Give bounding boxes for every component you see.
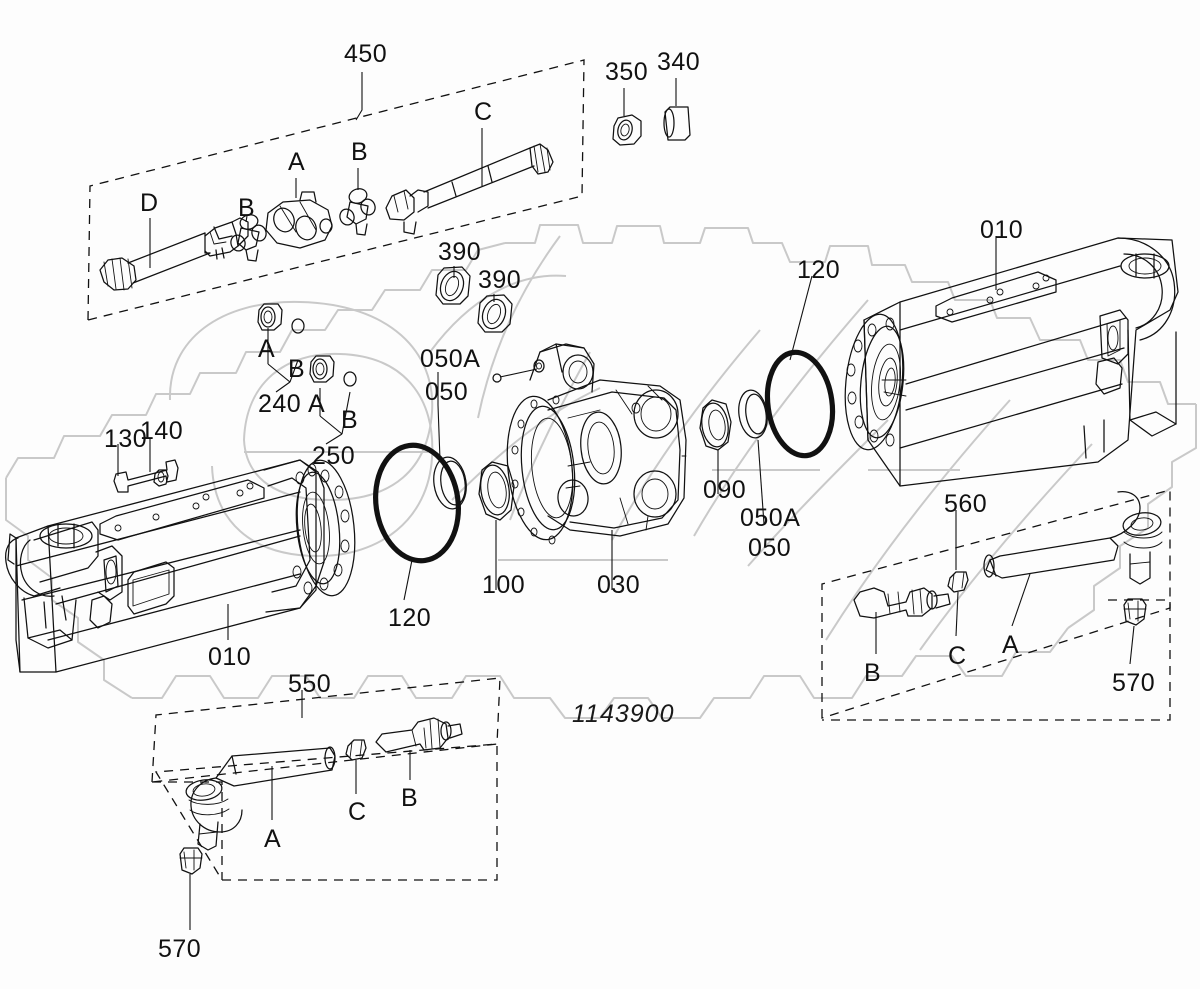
callout-d-7: D <box>140 189 159 217</box>
callout-c-35: C <box>348 798 367 826</box>
callout-250-21: 250 <box>312 442 356 470</box>
callout-010-32: 010 <box>208 643 252 671</box>
group-box-550-ext <box>154 743 498 881</box>
callout-140-20: 140 <box>140 417 184 445</box>
callout-b-18: B <box>341 406 359 434</box>
part-570-castle-nut-left <box>179 847 203 875</box>
part-390-ring-lower <box>477 294 513 333</box>
part-450-b-universal-joint-left <box>230 214 267 262</box>
part-390-ring-upper <box>435 266 471 305</box>
part-450-c-splined-shaft <box>385 143 554 235</box>
watermark-gear <box>5 224 1197 719</box>
part-240-plug-assembly <box>257 303 305 334</box>
callout-b-29: B <box>864 659 882 687</box>
callout-450-0: 450 <box>344 40 388 68</box>
callout-050-15: 050 <box>425 378 469 406</box>
group-box-450 <box>87 59 585 321</box>
callout-a-17: A <box>308 390 326 418</box>
leader-lines <box>117 72 1135 930</box>
callout-130-19: 130 <box>104 425 148 453</box>
part-340-bushing <box>663 106 691 141</box>
callout-a-12: A <box>258 335 276 363</box>
callout-570-38: 570 <box>158 935 202 963</box>
callout-570-33: 570 <box>1112 669 1156 697</box>
callout-100-26: 100 <box>482 571 526 599</box>
callout-a-31: A <box>1002 631 1020 659</box>
part-250-plug-assembly <box>309 355 357 387</box>
drawing-number: 1143900 <box>572 700 675 728</box>
part-010-axle-housing-right <box>844 237 1179 487</box>
callout-a-5: A <box>288 148 306 176</box>
callout-010-8: 010 <box>980 216 1024 244</box>
callout-b-13: B <box>288 355 306 383</box>
callout-050a-14: 050A <box>420 345 481 373</box>
part-550-tie-rod-left <box>185 717 463 851</box>
part-100-oil-seal <box>478 461 515 521</box>
callout-240-16: 240 <box>258 390 302 418</box>
part-140-washer <box>153 469 169 487</box>
callout-390-10: 390 <box>478 266 522 294</box>
callout-350-1: 350 <box>605 58 649 86</box>
callout-030-27: 030 <box>597 571 641 599</box>
callout-550-34: 550 <box>288 670 332 698</box>
part-010-axle-housing-left <box>4 459 356 673</box>
callout-120-11: 120 <box>797 256 841 284</box>
part-050-shim-left <box>433 456 467 510</box>
part-030-differential-carrier <box>492 343 687 545</box>
callout-390-9: 390 <box>438 238 482 266</box>
part-090-bearing <box>699 399 732 451</box>
callout-050a-23: 050A <box>740 504 801 532</box>
callout-560-24: 560 <box>944 490 988 518</box>
callout-050-25: 050 <box>748 534 792 562</box>
part-130-bolt <box>113 459 179 493</box>
part-450-drive-shaft-assembly <box>99 143 554 291</box>
part-450-a-center-yoke <box>265 191 333 249</box>
part-350-bushing-seal <box>612 114 642 146</box>
part-120-o-ring-right <box>764 349 836 459</box>
part-120-o-ring-left <box>373 442 461 564</box>
callout-b-6: B <box>238 194 256 222</box>
callout-090-22: 090 <box>703 476 747 504</box>
group-box-570-left <box>152 781 223 880</box>
part-560-tie-rod-right <box>853 490 1163 619</box>
part-570-castle-nut-right <box>1123 598 1147 626</box>
callout-c-3: C <box>474 98 493 126</box>
callout-a-37: A <box>264 825 282 853</box>
group-box-570-right <box>822 599 1171 721</box>
callout-120-28: 120 <box>388 604 432 632</box>
part-450-d-yoke-shaft <box>99 217 249 291</box>
callout-c-30: C <box>948 642 967 670</box>
callout-340-2: 340 <box>657 48 701 76</box>
group-box-550 <box>151 677 501 783</box>
callout-b-36: B <box>401 784 419 812</box>
callout-b-4: B <box>351 138 369 166</box>
part-450-b-universal-joint-right <box>339 188 376 236</box>
